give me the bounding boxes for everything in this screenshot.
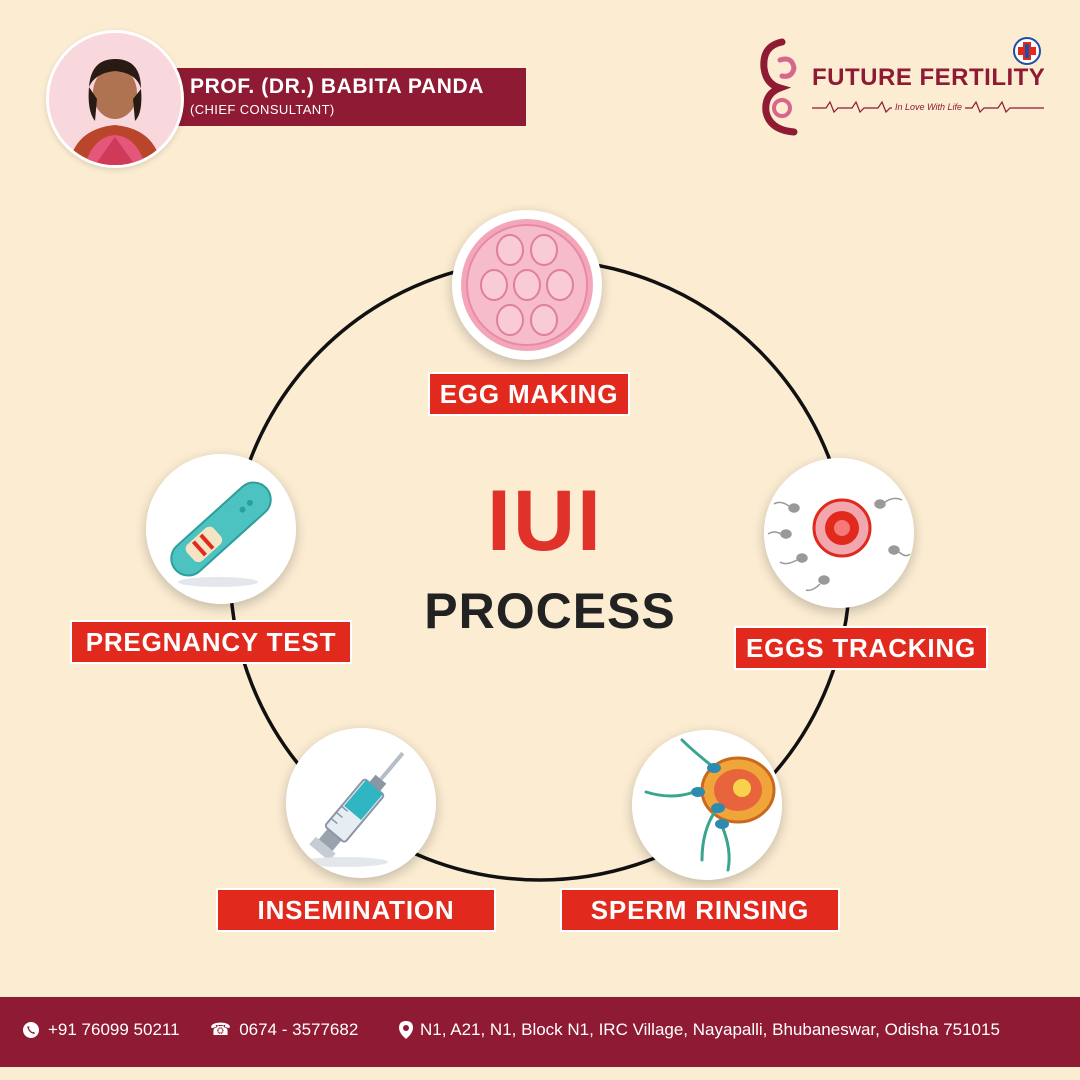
- egg-cluster-icon: [461, 219, 593, 351]
- step-pregnancy-test-circle: [146, 454, 296, 604]
- doctor-role: (CHIEF CONSULTANT): [190, 102, 335, 117]
- footer-mobile[interactable]: +91 76099 50211: [22, 1020, 180, 1040]
- syringe-icon: [286, 728, 436, 878]
- sperm-fertilization-icon: [632, 730, 782, 880]
- pregnancy-test-icon: [146, 454, 296, 604]
- medical-cross-icon: [1013, 37, 1041, 65]
- step-label-egg-making: EGG MAKING: [428, 372, 630, 416]
- footer-address[interactable]: N1, A21, N1, Block N1, IRC Village, Naya…: [398, 1020, 1000, 1040]
- footer-address-text: N1, A21, N1, Block N1, IRC Village, Naya…: [420, 1020, 1000, 1039]
- brand-name: FUTURE FERTILITY: [812, 64, 1046, 91]
- whatsapp-phone-icon: [23, 1022, 39, 1038]
- doctor-banner: PROF. (DR.) BABITA PANDA (CHIEF CONSULTA…: [120, 68, 526, 126]
- footer-mobile-text: +91 76099 50211: [48, 1020, 180, 1039]
- footer-phone-text: 0674 - 3577682: [239, 1020, 359, 1039]
- process-title: IUI: [487, 473, 603, 569]
- brand-logo: FUTURE FERTILITY In Love With Life: [752, 36, 1052, 136]
- step-label-insemination: INSEMINATION: [216, 888, 496, 932]
- mother-logo-icon: [760, 38, 798, 136]
- location-pin-icon: [399, 1021, 413, 1039]
- footer-phone[interactable]: ☎ 0674 - 3577682: [210, 1020, 358, 1040]
- contact-footer: +91 76099 50211 ☎ 0674 - 3577682 N1, A21…: [0, 997, 1080, 1067]
- egg-with-sperm-icon: [764, 458, 914, 608]
- step-label-sperm-rinsing: SPERM RINSING: [560, 888, 840, 932]
- step-egg-making-circle: [452, 210, 602, 360]
- step-insemination-circle: [286, 728, 436, 878]
- step-eggs-tracking-circle: [764, 458, 914, 608]
- doctor-name: PROF. (DR.) BABITA PANDA: [190, 75, 484, 98]
- doctor-avatar: [46, 30, 184, 168]
- step-label-pregnancy-test: PREGNANCY TEST: [70, 620, 352, 664]
- heartbeat-line-icon: [812, 100, 1044, 114]
- step-label-eggs-tracking: EGGS TRACKING: [734, 626, 988, 670]
- step-sperm-rinsing-circle: [632, 730, 782, 880]
- process-subtitle: PROCESS: [424, 583, 676, 639]
- telephone-icon: ☎: [210, 1020, 232, 1039]
- brand-tagline: In Love With Life: [892, 102, 965, 112]
